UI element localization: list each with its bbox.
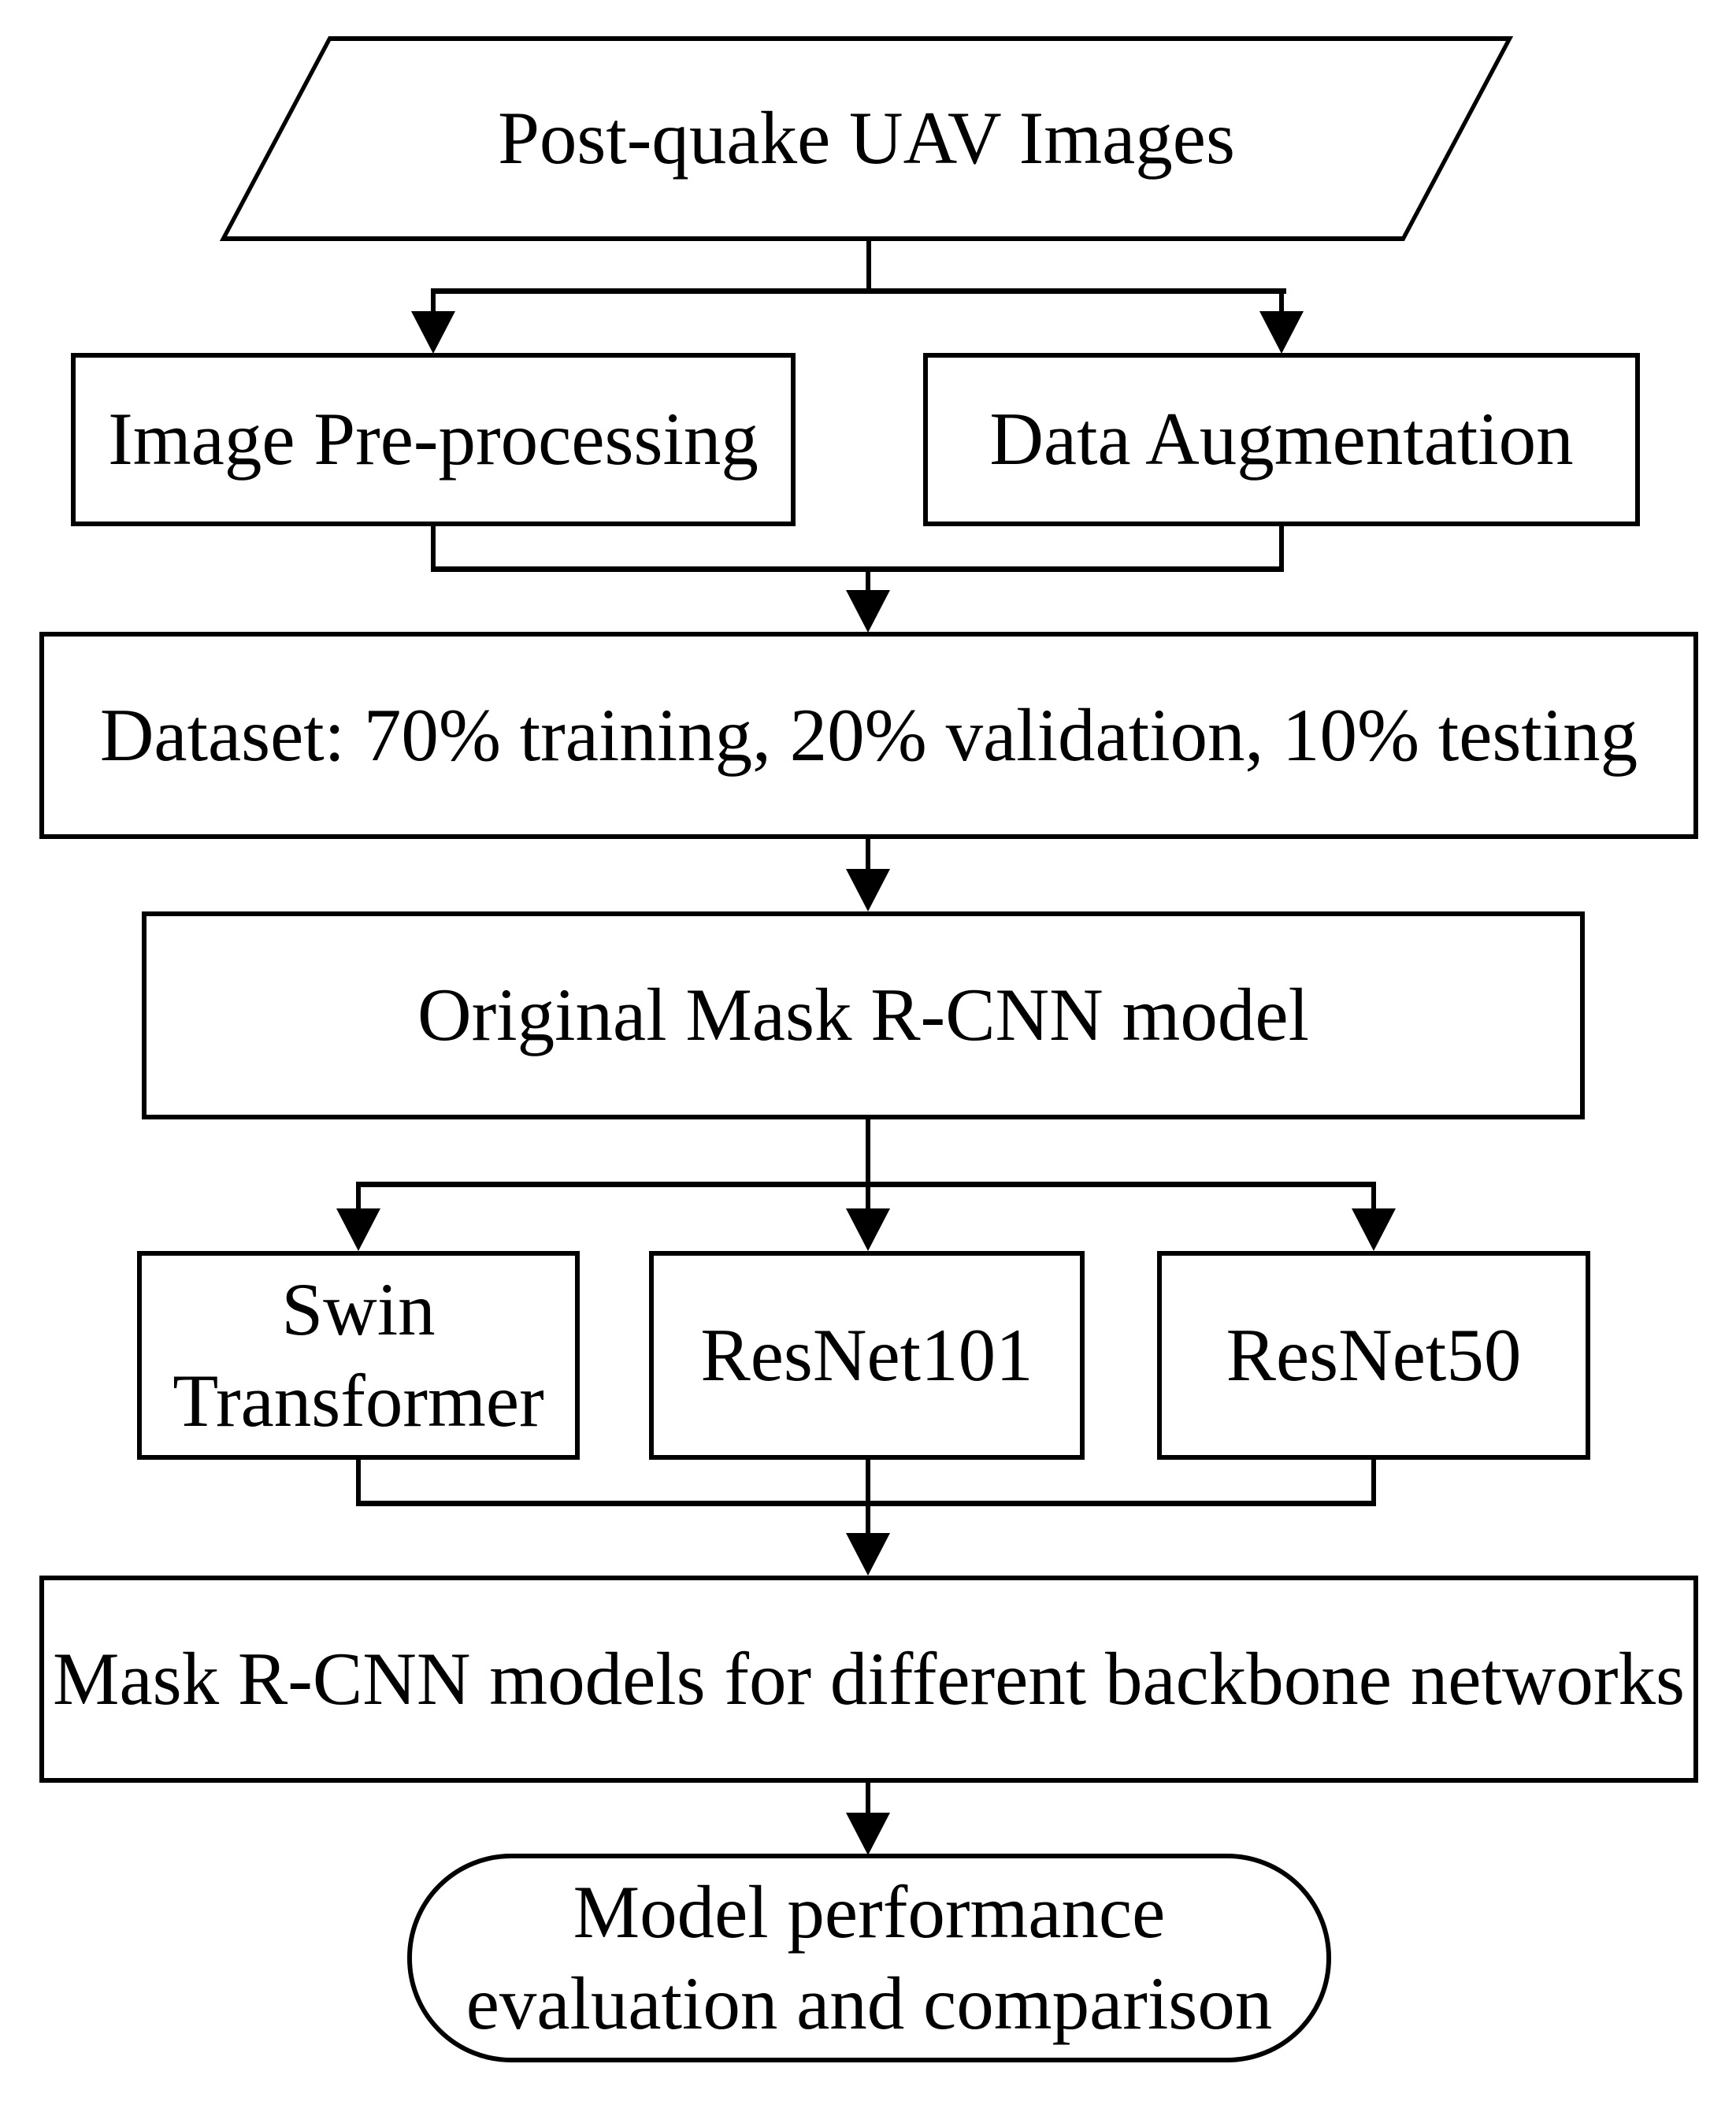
arrowhead-down-icon (846, 1813, 890, 1855)
connector-swin-stub (356, 1460, 361, 1506)
connector-original-stub (866, 1119, 870, 1187)
node-post-quake-uav-images-label: Post-quake UAV Images (498, 96, 1235, 180)
node-swin-transformer-label: Swin Transformer (172, 1267, 544, 1442)
arrowhead-down-icon (846, 869, 890, 911)
connector-merge-line-top (431, 566, 1284, 572)
arrowhead-down-icon (1259, 311, 1304, 354)
connector-to-resnet101 (866, 1182, 870, 1211)
node-resnet50: ResNet50 (1157, 1251, 1590, 1460)
node-data-augmentation-label: Data Augmentation (989, 397, 1574, 481)
arrowhead-down-icon (1352, 1208, 1396, 1251)
connector-to-original-model (866, 839, 870, 872)
node-image-preprocessing: Image Pre-processing (71, 353, 796, 526)
node-resnet50-label: ResNet50 (1226, 1312, 1522, 1397)
node-dataset-split-label: Dataset: 70% training, 20% validation, 1… (99, 692, 1638, 777)
connector-resnet50-stub (1371, 1460, 1376, 1506)
connector-branch-line-top (431, 288, 1286, 294)
connector-augmentation-stub (1279, 526, 1284, 572)
node-resnet101-label: ResNet101 (700, 1312, 1033, 1397)
connector-preprocessing-stub (431, 526, 436, 572)
connector-input-stub (866, 240, 871, 293)
arrowhead-down-icon (411, 311, 455, 354)
node-original-mask-rcnn-label: Original Mask R-CNN model (417, 973, 1309, 1057)
arrowhead-down-icon (336, 1208, 380, 1251)
node-swin-transformer: Swin Transformer (137, 1251, 580, 1460)
node-dataset-split: Dataset: 70% training, 20% validation, 1… (39, 632, 1698, 839)
arrowhead-down-icon (846, 1533, 890, 1576)
connector-to-augmentation (1279, 288, 1284, 315)
node-data-augmentation: Data Augmentation (923, 353, 1640, 526)
node-resnet101: ResNet101 (649, 1251, 1085, 1460)
connector-to-swin (356, 1182, 361, 1211)
node-mask-rcnn-models: Mask R-CNN models for different backbone… (39, 1576, 1698, 1783)
node-image-preprocessing-label: Image Pre-processing (108, 397, 759, 481)
connector-to-dataset (866, 566, 870, 592)
connector-to-resnet50 (1371, 1182, 1376, 1211)
node-original-mask-rcnn: Original Mask R-CNN model (142, 911, 1585, 1119)
node-model-evaluation: Model performance evaluation and compari… (407, 1854, 1331, 2062)
node-model-evaluation-label: Model performance evaluation and compari… (466, 1869, 1273, 2045)
connector-resnet101-stub (866, 1460, 870, 1506)
arrowhead-down-icon (846, 590, 890, 633)
connector-to-models (866, 1501, 870, 1535)
connector-to-preprocessing (431, 288, 436, 315)
connector-to-evaluation (866, 1783, 870, 1815)
node-post-quake-uav-images: Post-quake UAV Images (219, 36, 1514, 241)
node-mask-rcnn-models-label: Mask R-CNN models for different backbone… (53, 1636, 1685, 1721)
arrowhead-down-icon (846, 1208, 890, 1251)
